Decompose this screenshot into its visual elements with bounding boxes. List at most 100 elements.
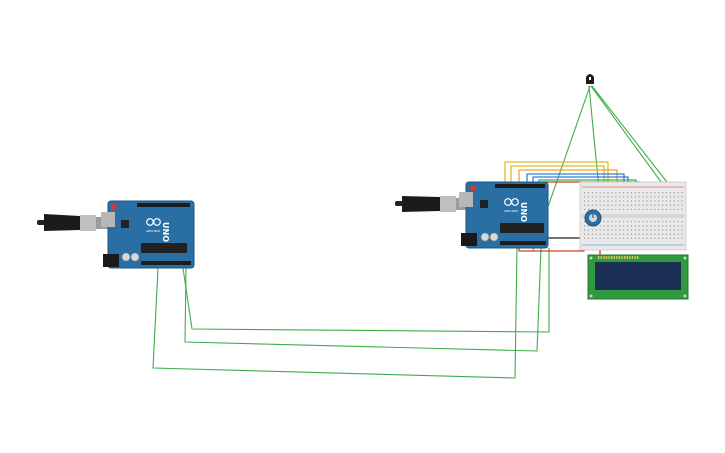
breadboard-hole [619, 225, 621, 227]
breadboard-hole [626, 225, 629, 227]
breadboard-hole [677, 221, 679, 223]
breadboard-hole [646, 225, 648, 227]
breadboard-hole [654, 200, 656, 202]
breadboard-hole [603, 196, 605, 198]
usb-plug-icon[interactable] [37, 214, 108, 231]
breadboard-hole [669, 200, 671, 202]
breadboard-hole [584, 204, 586, 206]
breadboard-hole [650, 225, 652, 227]
breadboard-hole [630, 233, 632, 235]
breadboard-hole [630, 204, 632, 206]
lcd-pin-header [598, 256, 639, 259]
board-model-label: UNO [161, 222, 170, 242]
breadboard-hole [607, 204, 609, 206]
potentiometer-icon[interactable] [584, 209, 602, 227]
lcd-pin [626, 256, 628, 259]
usb-plug-icon[interactable] [395, 196, 468, 212]
breadboard-hole [607, 229, 609, 231]
breadboard-hole [654, 208, 656, 210]
breadboard-hole [587, 196, 590, 198]
breadboard-hole [615, 221, 617, 223]
breadboard-hole [587, 192, 590, 194]
tmp-sensor-icon[interactable] [586, 74, 594, 84]
wire-sensor-2[interactable] [590, 85, 665, 187]
breadboard-hole [607, 237, 609, 239]
breadboard-hole [615, 192, 617, 194]
breadboard-hole [626, 204, 629, 206]
breadboard-hole [634, 208, 636, 210]
arduino-uno-left[interactable]: UNO ARDUINO [101, 200, 195, 269]
breadboard-hole [681, 196, 683, 198]
breadboard-hole [634, 229, 636, 231]
breadboard-hole [650, 200, 652, 202]
breadboard-hole [584, 233, 586, 235]
breadboard-hole [662, 221, 664, 223]
lcd-pin [624, 256, 626, 259]
breadboard-hole [669, 229, 671, 231]
breadboard-hole [658, 192, 660, 194]
arduino-uno-right[interactable]: UNO ARDUINO [459, 181, 549, 249]
breadboard-hole [665, 225, 668, 227]
breadboard-hole [646, 229, 648, 231]
breadboard-hole [658, 196, 660, 198]
breadboard-hole [611, 237, 613, 239]
lcd-pin [598, 256, 600, 259]
lcd-pin [613, 256, 615, 259]
breadboard-hole [615, 204, 617, 206]
breadboard-hole [611, 221, 613, 223]
breadboard-hole [658, 233, 660, 235]
breadboard-hole [630, 192, 632, 194]
breadboard-hole [677, 200, 679, 202]
breadboard-hole [658, 225, 660, 227]
wire-green-2[interactable] [184, 247, 542, 352]
breadboard-hole [642, 192, 644, 194]
breadboard-hole [646, 196, 648, 198]
breadboard-hole [638, 196, 640, 198]
lcd-display-icon[interactable] [587, 254, 689, 300]
breadboard-hole [591, 233, 593, 235]
breadboard-hole [681, 225, 683, 227]
breadboard-hole [623, 192, 625, 194]
breadboard-hole [587, 208, 590, 210]
breadboard-hole [603, 192, 605, 194]
board-model-label: UNO [519, 202, 528, 222]
breadboard-hole [646, 204, 648, 206]
breadboard-hole [681, 221, 683, 223]
breadboard-hole [665, 229, 668, 231]
breadboard-hole [658, 229, 660, 231]
wire-green-1[interactable] [182, 248, 550, 333]
breadboard-hole [630, 229, 632, 231]
breadboard-hole [584, 192, 586, 194]
breadboard-hole [650, 237, 652, 239]
breadboard-hole [650, 208, 652, 210]
breadboard-hole [603, 225, 605, 227]
breadboard-hole [619, 233, 621, 235]
breadboard-hole [677, 208, 679, 210]
breadboard-hole [638, 221, 640, 223]
breadboard-hole [623, 196, 625, 198]
wire-green-3[interactable] [152, 247, 518, 379]
breadboard-hole [607, 192, 609, 194]
breadboard-hole [673, 233, 675, 235]
lcd-pin [621, 256, 623, 259]
breadboard-hole [673, 204, 675, 206]
breadboard-hole [619, 208, 621, 210]
breadboard-hole [611, 196, 613, 198]
breadboard-hole [646, 233, 648, 235]
breadboard-hole [673, 229, 675, 231]
breadboard-hole [650, 204, 652, 206]
breadboard-hole [611, 192, 613, 194]
breadboard-hole [619, 229, 621, 231]
breadboard-hole [615, 229, 617, 231]
breadboard-hole [584, 208, 586, 210]
breadboard-hole [665, 192, 668, 194]
lcd-pin [629, 256, 631, 259]
lcd-pin [616, 256, 618, 259]
breadboard-hole [607, 221, 609, 223]
breadboard-hole [650, 229, 652, 231]
breadboard-hole [595, 196, 597, 198]
wire-sensor-3[interactable] [591, 85, 671, 187]
breadboard-hole [599, 208, 601, 210]
infinity-logo-icon [504, 198, 519, 206]
